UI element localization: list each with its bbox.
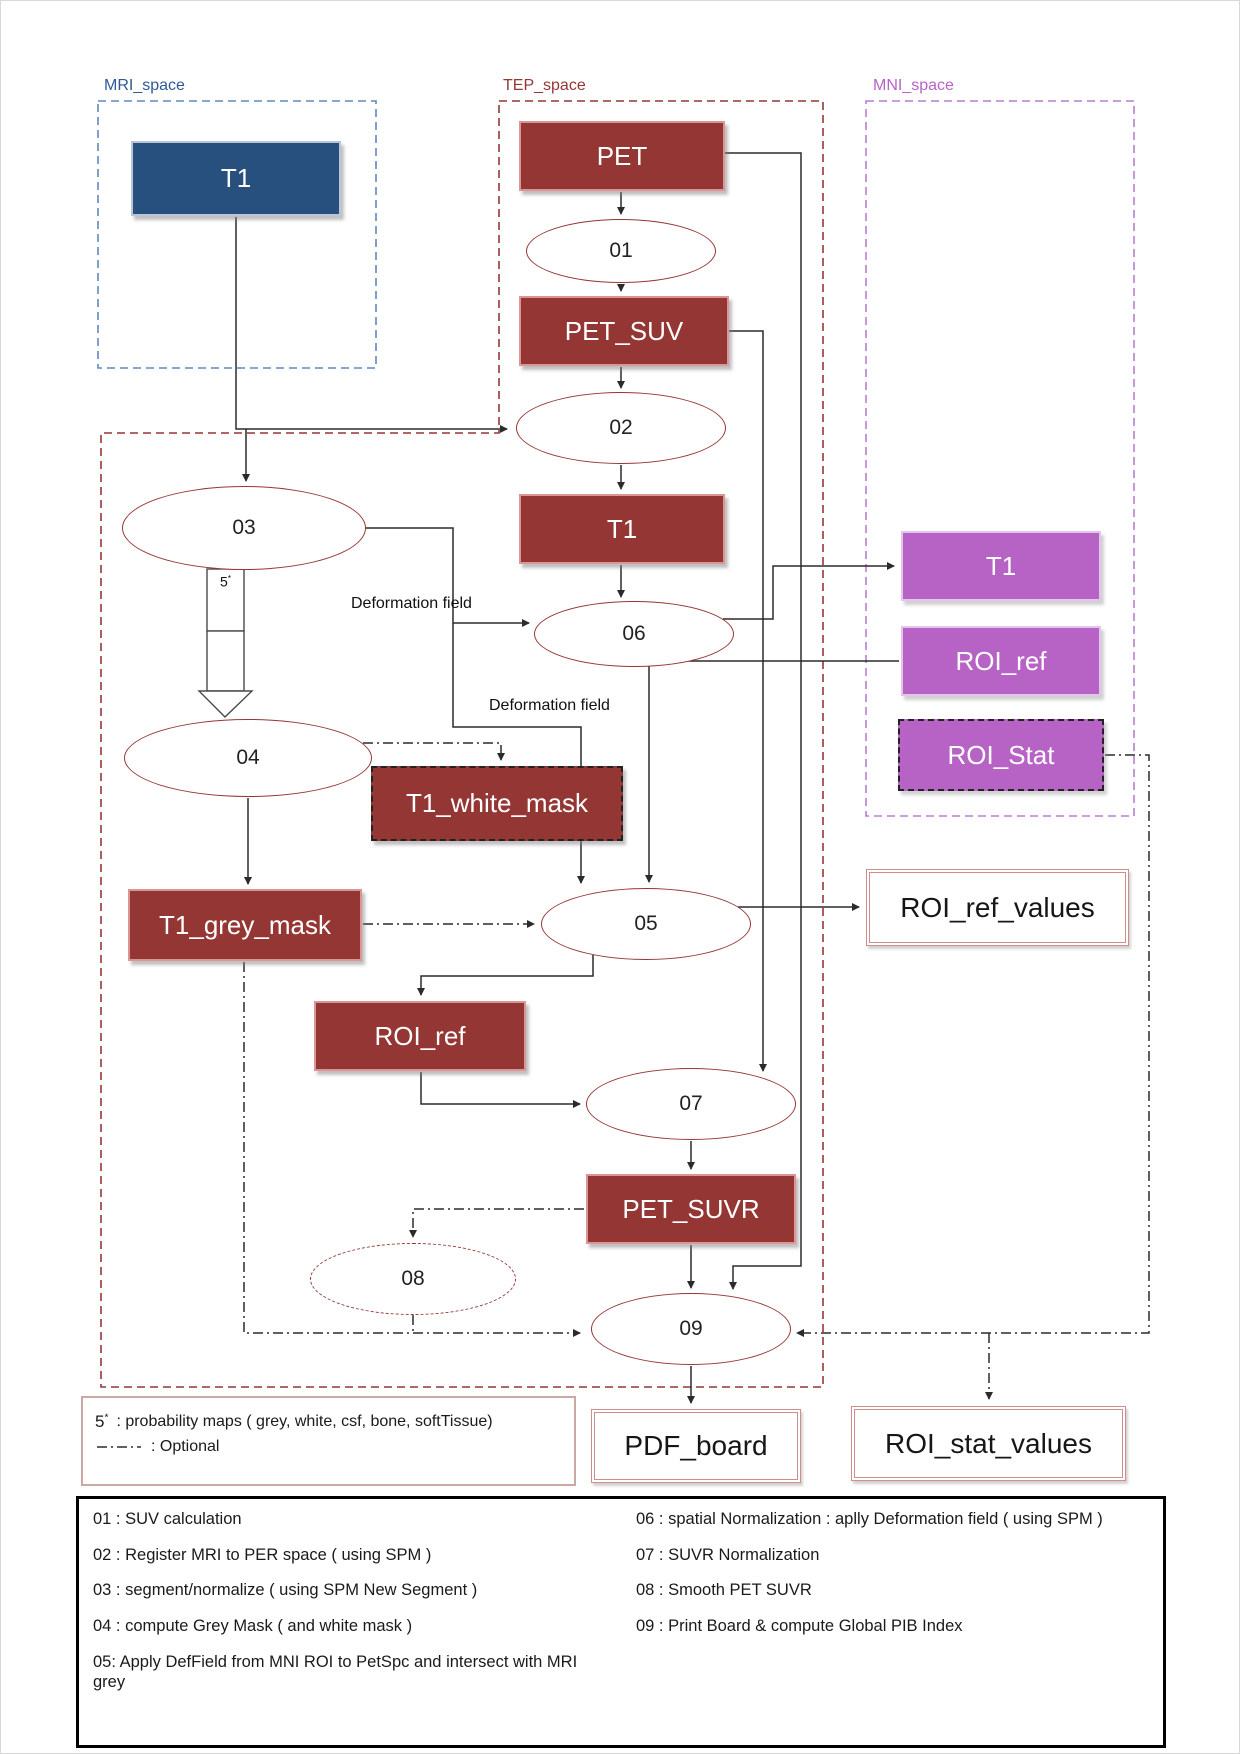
- legend-probability-text: : probability maps ( grey, white, csf, b…: [116, 1413, 493, 1430]
- step-02: 02: [516, 392, 726, 464]
- probability-maps-connector-bottom: [206, 630, 245, 692]
- deformation-field-label-1: Deformation field: [351, 595, 472, 612]
- note-07: 07 : SUVR Normalization: [636, 1545, 820, 1564]
- edge-04-to-whitemask-optional: [363, 742, 505, 761]
- note-04: 04 : compute Grey Mask ( and white mask …: [93, 1616, 413, 1635]
- node-t1-grey-mask: T1_grey_mask: [128, 889, 362, 961]
- note-01: 01 : SUV calculation: [93, 1510, 242, 1528]
- probability-maps-arrowhead-icon: [197, 690, 254, 718]
- node-roi-stat: ROI_Stat: [898, 719, 1104, 791]
- tep-space-label: TEP_space: [503, 77, 586, 94]
- edge-t1mri-to-02: [235, 217, 508, 433]
- legend-optional-row: : Optional: [95, 1438, 562, 1456]
- step-07: 07: [586, 1068, 796, 1140]
- steps-key-left-column: 01 : SUV calculation 02 : Register MRI t…: [93, 1509, 606, 1708]
- node-t1-tep: T1: [519, 494, 725, 564]
- five-text: 5: [219, 573, 228, 590]
- legend-five: 5*: [95, 1412, 108, 1432]
- node-t1-white-mask: T1_white_mask: [371, 766, 623, 841]
- note-03: 03 : segment/normalize ( using SPM New S…: [93, 1581, 478, 1600]
- step-06: 06: [534, 601, 734, 667]
- edge-05-to-roireftep: [417, 955, 594, 996]
- note-02: 02 : Register MRI to PER space ( using S…: [93, 1545, 432, 1564]
- legend-star-text: *: [104, 1412, 109, 1424]
- step-04: 04: [124, 719, 372, 797]
- step-01: 01: [526, 219, 716, 283]
- mni-space-outline: [865, 100, 1135, 817]
- step-09: 09: [591, 1293, 791, 1365]
- edge-roirefmni-to-05: [645, 660, 899, 883]
- edge-roireftep-to-07: [420, 1072, 581, 1108]
- mni-space-label: MNI_space: [873, 77, 954, 94]
- node-roi-ref-tep: ROI_ref: [314, 1001, 526, 1071]
- legend-box: 5* : probability maps ( grey, white, csf…: [81, 1396, 576, 1486]
- legend-five-text: 5: [95, 1412, 105, 1431]
- steps-key-right-column: 06 : spatial Normalization : aplly Defor…: [636, 1509, 1149, 1708]
- node-pdf-board: PDF_board: [591, 1409, 801, 1483]
- edge-03-deffield-to-06: [365, 527, 530, 627]
- step-03: 03: [122, 486, 366, 570]
- note-06: 06 : spatial Normalization : aplly Defor…: [636, 1510, 1103, 1528]
- node-roi-stat-values: ROI_stat_values: [851, 1406, 1126, 1481]
- mri-space-label: MRI_space: [104, 77, 185, 94]
- note-05: 05: Apply DefField from MNI ROI to PetSp…: [93, 1652, 578, 1692]
- step-08: 08: [310, 1243, 516, 1315]
- dash-dot-line-icon: [97, 1446, 141, 1448]
- node-t1-mni: T1: [901, 531, 1101, 601]
- legend-probability-row: 5* : probability maps ( grey, white, csf…: [95, 1412, 562, 1432]
- probability-maps-connector-label: 5*: [207, 573, 244, 590]
- tep-space-outline: [100, 100, 824, 1388]
- edge-petsuvr-to-08-optional: [409, 1208, 584, 1238]
- note-08: 08 : Smooth PET SUVR: [636, 1581, 812, 1600]
- edge-greymask-to-09-optional: [243, 962, 581, 1337]
- edge-pet-to-09: [725, 152, 802, 1290]
- node-roi-ref-values: ROI_ref_values: [866, 869, 1129, 946]
- node-pet-suvr: PET_SUVR: [586, 1174, 796, 1244]
- node-pet-suv: PET_SUV: [519, 296, 729, 366]
- node-pet: PET: [519, 121, 725, 191]
- edge-roistat-to-09-optional: [796, 754, 1150, 1337]
- edge-06-to-t1mni: [723, 562, 895, 620]
- legend-optional-text: : Optional: [151, 1438, 220, 1455]
- node-t1-mri: T1: [131, 141, 341, 216]
- step-05: 05: [541, 888, 751, 960]
- steps-key-columns: 01 : SUV calculation 02 : Register MRI t…: [93, 1509, 1149, 1708]
- mri-space-outline: [97, 100, 377, 369]
- deformation-field-label-2: Deformation field: [489, 697, 610, 714]
- note-09: 09 : Print Board & compute Global PIB In…: [636, 1616, 963, 1635]
- edge-petsuv-to-07: [727, 330, 767, 1072]
- steps-key-box: 01 : SUV calculation 02 : Register MRI t…: [76, 1496, 1166, 1748]
- node-roi-ref-mni: ROI_ref: [901, 626, 1101, 696]
- star-text: *: [227, 573, 232, 583]
- edge-deffield-to-05: [452, 623, 585, 884]
